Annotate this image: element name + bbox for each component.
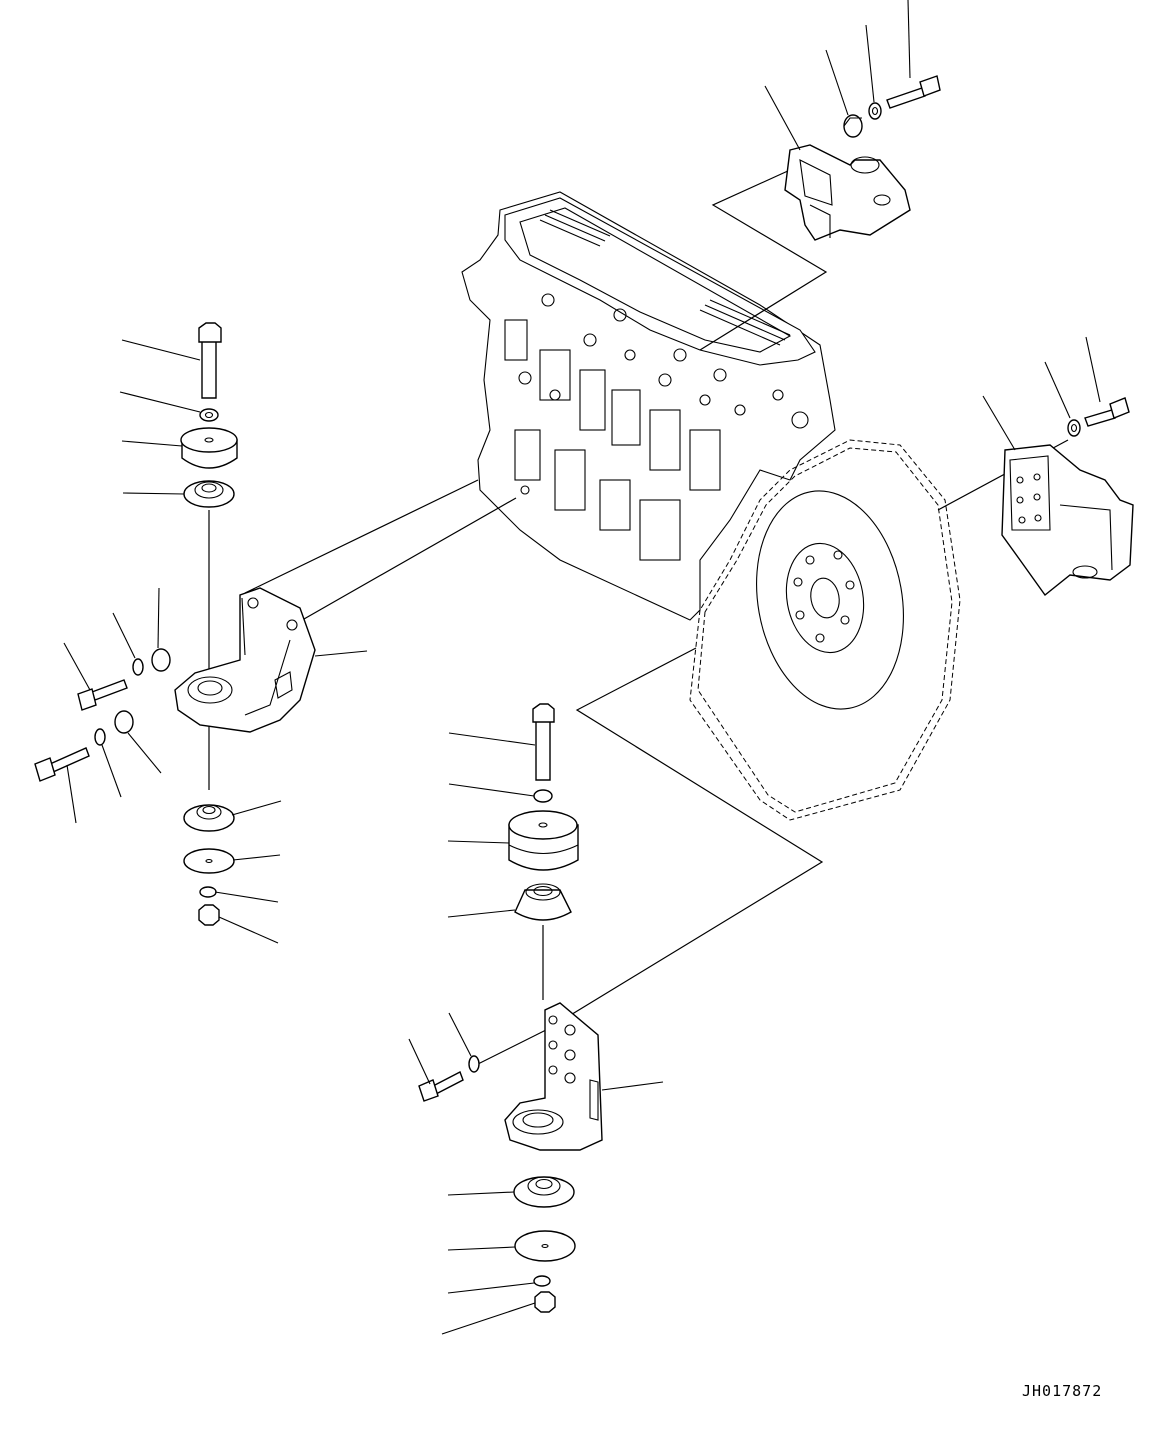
- right-upper-rubber-mount: [514, 883, 572, 921]
- left-upper-cushion: [180, 427, 238, 469]
- right-upper-washer: [533, 789, 553, 803]
- right-rear-washer: [1067, 419, 1081, 437]
- left-lower-side-bolt: [34, 747, 90, 782]
- left-lower-rubber-mount: [183, 804, 235, 832]
- top-right-mount-bracket: [784, 144, 911, 241]
- left-upper-rubber-mount: [183, 480, 235, 508]
- right-upper-cushion: [508, 810, 579, 871]
- right-lower-plate: [514, 1230, 576, 1262]
- left-lower-nut: [198, 904, 220, 926]
- right-side-bolt: [418, 1071, 464, 1102]
- left-upper-side-washer: [132, 658, 144, 676]
- right-lower-nut: [534, 1291, 556, 1313]
- top-right-washer: [868, 102, 882, 120]
- left-lower-side-washer: [94, 728, 106, 746]
- top-right-bolt: [886, 75, 941, 109]
- left-lower-spacer: [114, 710, 134, 734]
- top-right-spacer: [843, 114, 863, 138]
- left-upper-side-bolt: [77, 679, 128, 711]
- right-lower-rubber-mount: [513, 1176, 575, 1208]
- right-upper-bolt: [532, 703, 555, 781]
- left-upper-washer: [199, 408, 219, 422]
- left-lower-plate: [183, 848, 235, 874]
- left-lower-washer: [199, 886, 217, 898]
- engine-block: [461, 191, 961, 821]
- left-mount-bracket: [174, 587, 316, 733]
- drawing-id-label: JH017872: [1022, 1382, 1103, 1400]
- right-rear-mount-bracket: [1001, 444, 1134, 597]
- right-lower-washer: [533, 1275, 551, 1287]
- right-side-washer: [468, 1055, 480, 1073]
- left-upper-spacer: [151, 648, 171, 672]
- right-mount-bracket: [504, 1002, 603, 1151]
- left-upper-bolt: [198, 322, 222, 399]
- right-rear-bolt: [1084, 397, 1130, 427]
- callout-leaders: [63, 0, 1101, 1335]
